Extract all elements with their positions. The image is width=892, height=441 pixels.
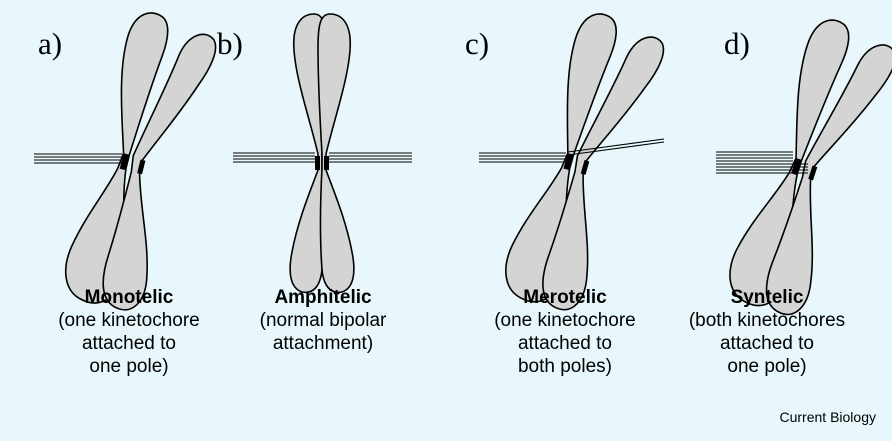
caption-line: attachment) [208, 332, 438, 355]
caption-line: (normal bipolar [208, 309, 438, 332]
caption-amphitelic: Amphitelic (normal bipolar attachment) [208, 286, 438, 355]
caption-line: one pole) [652, 355, 882, 378]
caption-merotelic: Merotelic (one kinetochore attached to b… [450, 286, 680, 378]
panel-label-b: b) [217, 28, 243, 59]
caption-title: Syntelic [652, 286, 882, 309]
caption-line: both poles) [450, 355, 680, 378]
chromosome-merotelic [479, 8, 669, 318]
caption-line: attached to [450, 332, 680, 355]
caption-syntelic: Syntelic (both kinetochores attached to … [652, 286, 882, 378]
panel-label-a: a) [38, 28, 62, 59]
panel-label-d: d) [724, 28, 750, 59]
kinetochore-right [324, 156, 329, 170]
caption-line: attached to [652, 332, 882, 355]
journal-credit: Current Biology [780, 409, 877, 425]
chromosome-amphitelic [233, 14, 412, 292]
caption-line: (both kinetochores [652, 309, 882, 332]
caption-line: (one kinetochore [450, 309, 680, 332]
kinetochore-left [315, 156, 320, 170]
panel-label-c: c) [465, 28, 489, 59]
caption-line: one pole) [14, 355, 244, 378]
microtubules-monotelic [34, 154, 122, 163]
caption-title: Merotelic [450, 286, 680, 309]
caption-title: Amphitelic [208, 286, 438, 309]
